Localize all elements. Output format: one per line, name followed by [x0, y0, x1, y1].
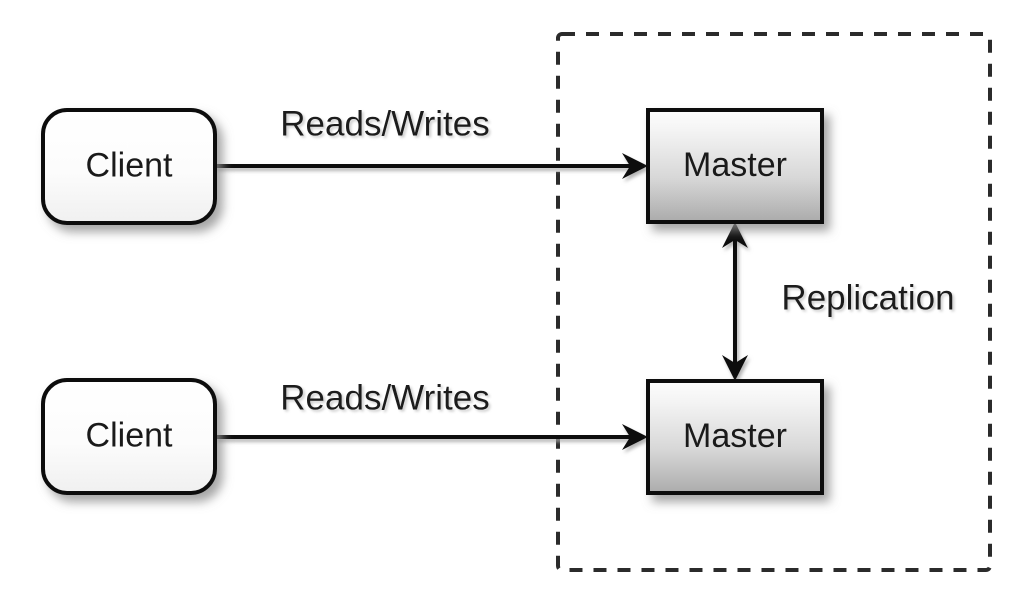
edge-master-top-master-bottom[interactable] — [722, 222, 748, 381]
edge-client-bottom-master-bottom[interactable] — [215, 424, 648, 450]
edge-label-reads-writes-top: Reads/Writes — [280, 104, 489, 143]
node-client-top-label: Client — [86, 146, 173, 184]
node-master-top[interactable]: Master — [646, 108, 824, 224]
node-layer: Client Client Master Master — [41, 108, 824, 495]
edge-label-layer: Reads/Writes Reads/Writes Replication — [280, 104, 954, 417]
node-master-top-label: Master — [683, 146, 787, 184]
edge-label-replication: Replication — [781, 278, 954, 317]
node-client-top[interactable]: Client — [41, 108, 217, 225]
node-client-bottom[interactable]: Client — [41, 378, 217, 495]
edge-label-reads-writes-bottom: Reads/Writes — [280, 378, 489, 417]
node-client-bottom-label: Client — [86, 416, 173, 454]
node-master-bottom[interactable]: Master — [646, 379, 824, 495]
node-master-bottom-label: Master — [683, 417, 787, 455]
edge-client-top-master-top[interactable] — [215, 153, 648, 179]
edge-layer — [215, 153, 748, 450]
replication-cluster-boundary — [556, 32, 992, 572]
